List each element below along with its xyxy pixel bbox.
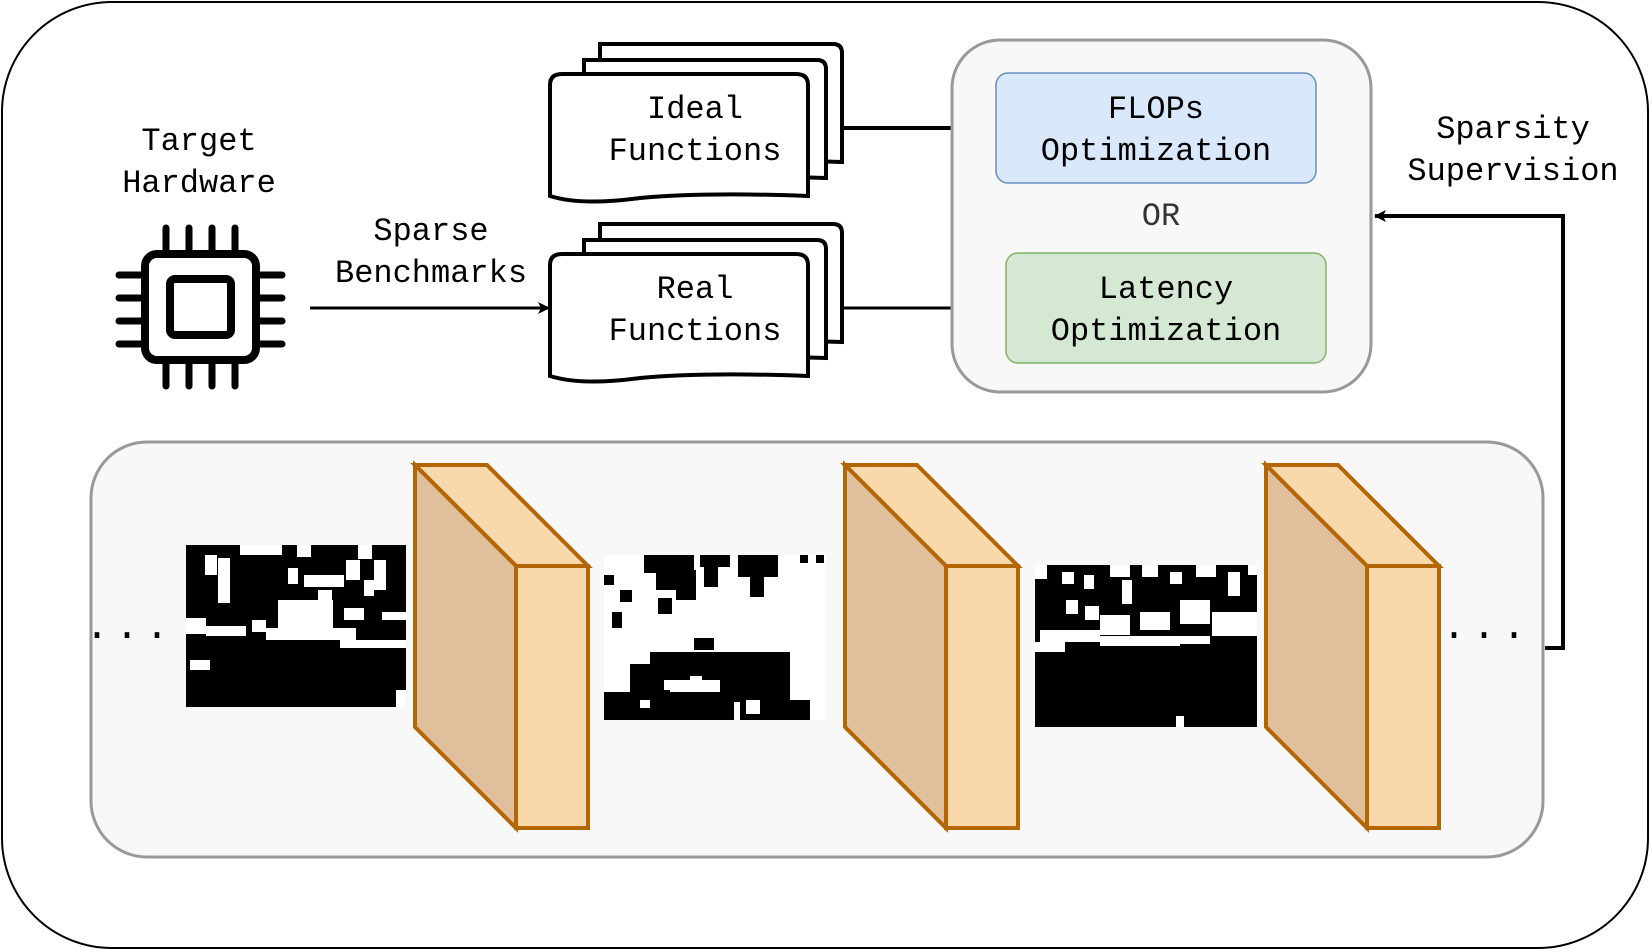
conv-layer-2	[840, 460, 1023, 833]
ideal-functions-line1: Ideal	[647, 91, 743, 128]
flops-optimization-line1: FLOPs	[1108, 91, 1204, 128]
hardware-label-line2: Hardware	[122, 165, 276, 202]
benchmark-label-line2: Benchmarks	[335, 255, 527, 292]
sparse-mask-3	[1035, 565, 1257, 727]
ideal-functions-line2: Functions	[609, 133, 782, 170]
latency-optimization-box	[1005, 252, 1327, 364]
benchmark-label-line1: Sparse	[373, 213, 488, 250]
hardware-label-line1: Target	[141, 123, 256, 160]
ideal-functions-stack	[548, 42, 844, 204]
supervision-feedback-arrow	[1374, 210, 1565, 650]
real-functions-stack	[548, 222, 844, 384]
ellipsis-right: ...	[1442, 606, 1532, 651]
ellipsis-left: ...	[85, 606, 175, 651]
real-functions-line2: Functions	[609, 313, 782, 350]
conv-layer-3	[1261, 460, 1444, 833]
or-label: OR	[1142, 198, 1180, 235]
supervision-label-line2: Supervision	[1407, 153, 1618, 190]
latency-optimization-line1: Latency	[1099, 271, 1233, 308]
real-functions-line1: Real	[657, 271, 734, 308]
sparse-mask-2	[604, 555, 826, 720]
latency-optimization-line2: Optimization	[1051, 313, 1281, 350]
supervision-label-line1: Sparsity	[1436, 111, 1590, 148]
flops-optimization-line2: Optimization	[1041, 133, 1271, 170]
cpu-chip-icon	[115, 224, 286, 390]
flops-optimization-box	[995, 72, 1317, 184]
sparse-mask-1	[186, 545, 406, 707]
conv-layer-1	[410, 460, 593, 833]
